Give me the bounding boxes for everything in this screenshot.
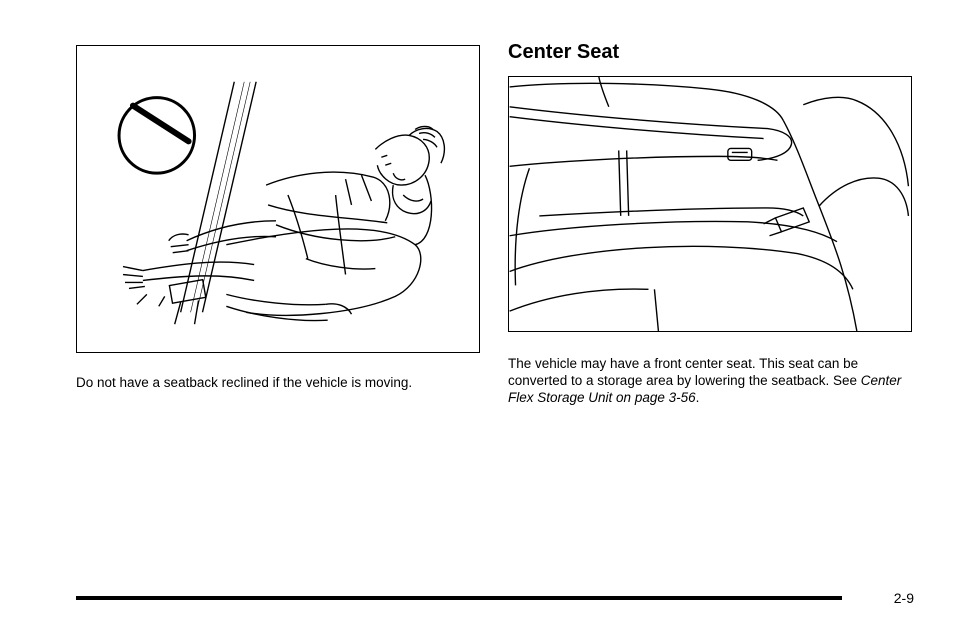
center-seat-description-end: .	[695, 390, 700, 405]
occupant-body	[265, 171, 396, 275]
reclined-occupant-illustration	[117, 81, 446, 325]
occupant-legs	[226, 293, 353, 322]
center-seat-figure	[508, 76, 912, 332]
reclined-seatback-figure	[76, 45, 480, 353]
center-seat-illustration	[509, 77, 910, 331]
center-seat-description: The vehicle may have a front center seat…	[508, 355, 908, 406]
footer-rule	[76, 596, 842, 600]
occupant-arms	[122, 220, 277, 307]
storage-unit-reference-link[interactable]: Center Flex Storage Unit on page 3-56	[508, 373, 902, 405]
center-seat-drawing	[509, 77, 910, 331]
seat-belt-strap	[168, 81, 257, 325]
prohibited-sign-icon	[117, 96, 197, 175]
occupant-head	[374, 125, 446, 215]
page-number: 2-9	[893, 590, 914, 606]
seatback-warning-caption: Do not have a seatback reclined if the v…	[76, 375, 413, 390]
reclined-seat-outline	[226, 174, 433, 316]
section-heading: Center Seat	[508, 41, 620, 63]
center-seat-description-text: The vehicle may have a front center seat…	[508, 356, 861, 388]
